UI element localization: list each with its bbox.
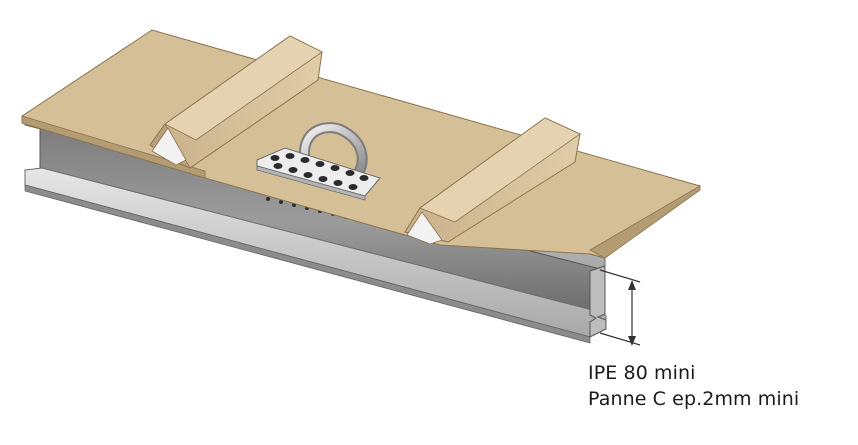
- purlin-thickness-caption: Panne C ep.2mm mini: [588, 388, 800, 410]
- deck-front-edge: [21, 115, 206, 179]
- deck-rib-right: [404, 117, 581, 245]
- anchor-bolts: [270, 153, 369, 190]
- deck-right-edge: [589, 185, 701, 259]
- beam-size-caption: IPE 80 mini: [588, 362, 696, 384]
- anchor-device: [256, 122, 381, 201]
- beam-bottom-flange-edge: [24, 184, 591, 344]
- beam-end-profile: [589, 265, 607, 338]
- deck-rib-left: [149, 35, 323, 169]
- height-dimension: [599, 269, 641, 346]
- rib-left-end-opening: [151, 127, 187, 166]
- anchor-plate: [256, 147, 381, 197]
- dimension-arrow-top: [628, 280, 636, 290]
- dimension-arrow-bottom: [628, 336, 636, 346]
- rib-right-end-opening: [406, 211, 443, 245]
- roof-deck: [21, 29, 702, 259]
